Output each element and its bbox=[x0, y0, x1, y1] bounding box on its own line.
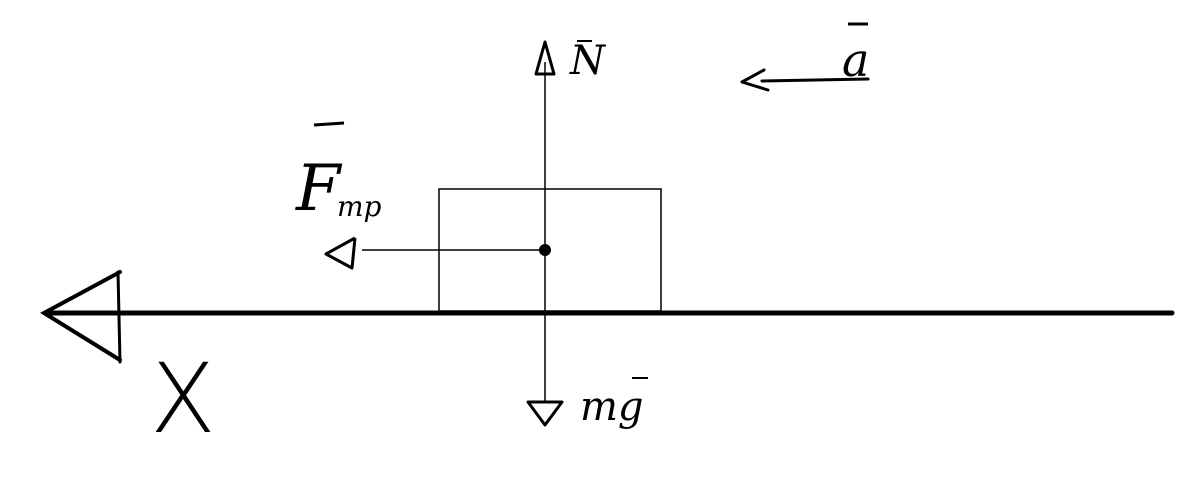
friction-force-arrowhead bbox=[324, 236, 357, 270]
normal-force-arrowhead bbox=[534, 40, 556, 76]
acceleration-label: a bbox=[842, 33, 869, 87]
normal-force-label: N bbox=[569, 38, 607, 84]
acceleration-arrow-line bbox=[760, 77, 870, 83]
x-axis-arrowhead-back bbox=[116, 270, 122, 364]
axis-label: X bbox=[150, 343, 216, 455]
friction-force-label-subscript: тр bbox=[337, 190, 382, 223]
gravity-force-arrowhead bbox=[526, 400, 564, 427]
friction-force-label-bar bbox=[313, 121, 345, 127]
gravity-label: mg bbox=[580, 384, 644, 430]
acceleration-arrowhead bbox=[740, 68, 770, 92]
x-axis-arrowhead bbox=[40, 270, 122, 362]
friction-force-label: F bbox=[295, 152, 343, 226]
